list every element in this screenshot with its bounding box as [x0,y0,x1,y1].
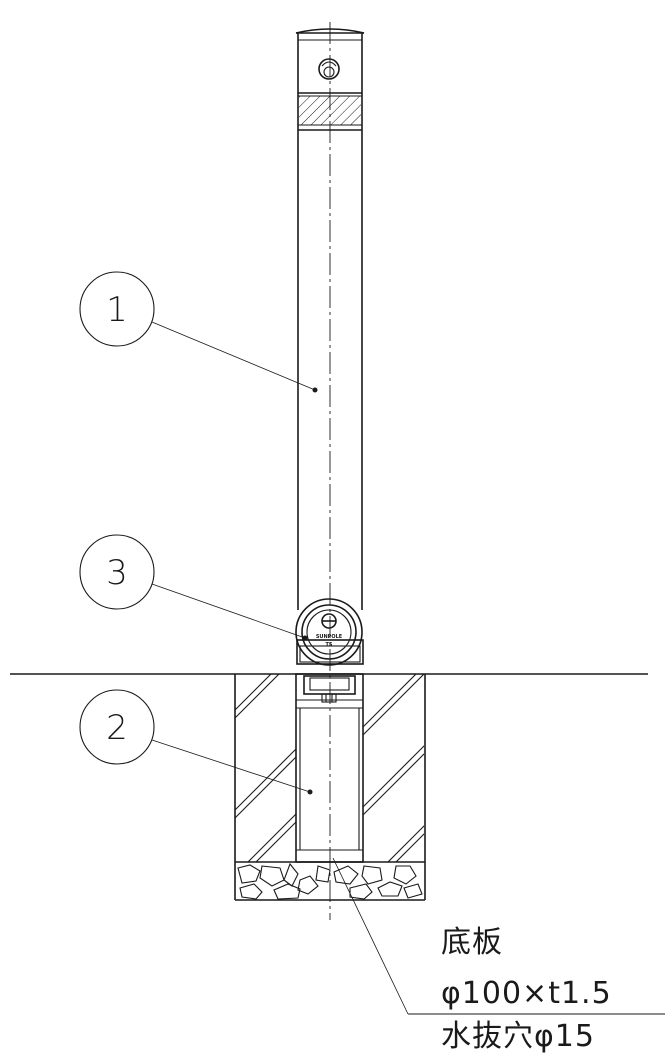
base-plate-spec: φ100×t1.5 [441,976,612,1011]
drain-hole-note: 水抜穴φ15 [441,1019,595,1054]
gravel-layer [237,862,423,900]
svg-text:1: 1 [106,290,128,330]
lock-model-text: TS [325,642,332,648]
base-plate-title: 底板 [441,925,503,960]
base-plate-leader [332,857,665,1015]
concrete-hatch-right [363,674,424,862]
svg-text:2: 2 [106,708,128,748]
callout-1: 1 [79,271,318,393]
sleeve-tube [295,673,364,863]
svg-text:3: 3 [106,553,128,593]
lock-assembly: SUNPOLE TS [295,598,364,666]
foundation [234,674,426,901]
callout-2: 2 [79,689,313,795]
callout-3: 3 [79,534,308,641]
hook-hole-icon [318,58,340,80]
concrete-hatch-left [235,674,296,862]
lock-brand-text: SUNPOLE [316,634,343,640]
